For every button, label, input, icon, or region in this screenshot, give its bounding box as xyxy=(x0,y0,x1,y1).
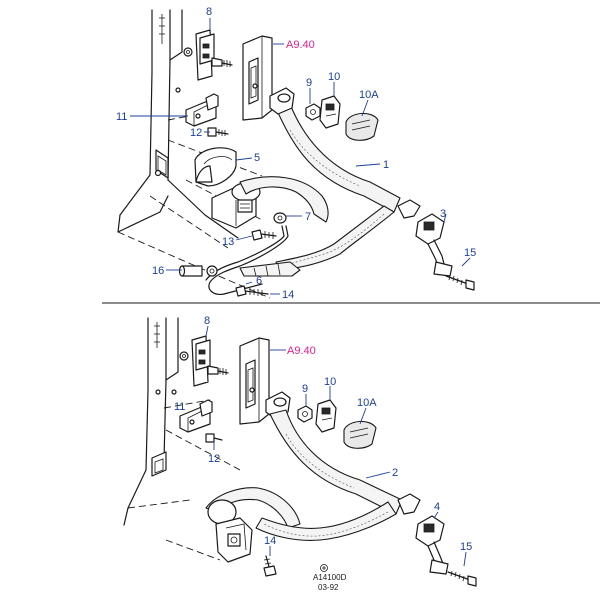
callout-9: 9 xyxy=(302,383,308,395)
callout-11: 11 xyxy=(116,111,127,123)
callout-10: 10 xyxy=(328,71,340,83)
callout-3: 3 xyxy=(440,208,446,220)
drawing-date: 03-92 xyxy=(318,583,339,592)
callout-11: 11 xyxy=(174,401,185,413)
callout-8: 8 xyxy=(204,315,210,327)
top-part-1-belt-webbing xyxy=(239,103,401,277)
bottom-leader-lines xyxy=(205,325,467,567)
bottom-body-panel-outline xyxy=(123,317,241,561)
bottom-pillar-trim-a940 xyxy=(239,337,270,425)
bottom-part-2-belt-webbing xyxy=(205,409,403,541)
callout-12: 12 xyxy=(208,453,220,465)
top-part-5-retractor-cover xyxy=(194,147,237,187)
top-part-11-bracket xyxy=(185,93,219,127)
bottom-part-9-nut xyxy=(297,405,313,423)
callout-4: 4 xyxy=(434,501,440,513)
bottom-part-11-bracket xyxy=(179,399,213,433)
callout-1: 1 xyxy=(383,159,389,171)
top-part-10a-cap xyxy=(345,112,379,141)
footer-code-block: A14100D 03-92 xyxy=(313,564,347,592)
callout-13: 13 xyxy=(222,236,234,248)
top-part-8-height-adjuster xyxy=(183,29,233,81)
callout-12: 12 xyxy=(190,127,202,139)
top-pillar-trim-a940 xyxy=(242,35,273,121)
top-belt-guide-loop xyxy=(269,87,295,115)
top-part-7-clip xyxy=(273,212,287,224)
callout-14: 14 xyxy=(282,289,294,301)
drawing-code: A14100D xyxy=(313,573,347,582)
top-part-15-bolt xyxy=(445,274,475,291)
bottom-callout-labels: 8 A9.40 9 10 10A 11 12 2 4 14 15 xyxy=(174,315,472,553)
callout-7: 7 xyxy=(305,211,311,223)
callout-15: 15 xyxy=(464,247,476,259)
ref-a940: A9.40 xyxy=(286,39,315,51)
ref-a940: A9.40 xyxy=(287,345,316,357)
bottom-retractor-reel xyxy=(207,499,253,563)
callout-16: 16 xyxy=(152,265,164,277)
callout-8: 8 xyxy=(206,6,212,18)
callout-6: 6 xyxy=(256,275,262,287)
callout-10a: 10A xyxy=(357,397,377,409)
top-part-16-spacer xyxy=(178,265,218,277)
top-callout-labels: 8 A9.40 9 10 10A 11 12 5 1 7 13 3 15 16 … xyxy=(116,6,476,301)
bottom-part-14-bolt xyxy=(263,555,277,577)
bottom-part-12-bolt xyxy=(205,433,223,443)
callout-9: 9 xyxy=(306,77,312,89)
top-part-10-clip xyxy=(319,95,341,129)
bottom-part-10a-cap xyxy=(343,420,377,449)
top-part-12-bolt xyxy=(207,127,229,137)
top-part-14-bolt xyxy=(235,285,269,297)
top-part-3-buckle xyxy=(397,199,453,277)
top-part-13-bolt xyxy=(251,229,277,241)
top-panel: 8 A9.40 9 10 10A 11 12 5 1 7 13 3 15 16 … xyxy=(116,6,476,301)
callout-2: 2 xyxy=(392,467,398,479)
bottom-panel: 8 A9.40 9 10 10A 11 12 2 4 14 15 A14100D… xyxy=(123,315,477,592)
callout-15: 15 xyxy=(460,541,472,553)
bottom-part-4-buckle xyxy=(397,493,449,575)
top-leader-lines xyxy=(130,18,471,295)
bottom-part-10-clip xyxy=(315,399,337,433)
bottom-part-8-height-adjuster xyxy=(179,335,229,387)
top-part-9-nut xyxy=(305,103,321,121)
callout-5: 5 xyxy=(254,152,260,164)
bottom-part-15-bolt xyxy=(447,570,477,587)
callout-10: 10 xyxy=(324,376,336,388)
callout-10a: 10A xyxy=(359,89,379,101)
callout-14: 14 xyxy=(264,535,276,547)
